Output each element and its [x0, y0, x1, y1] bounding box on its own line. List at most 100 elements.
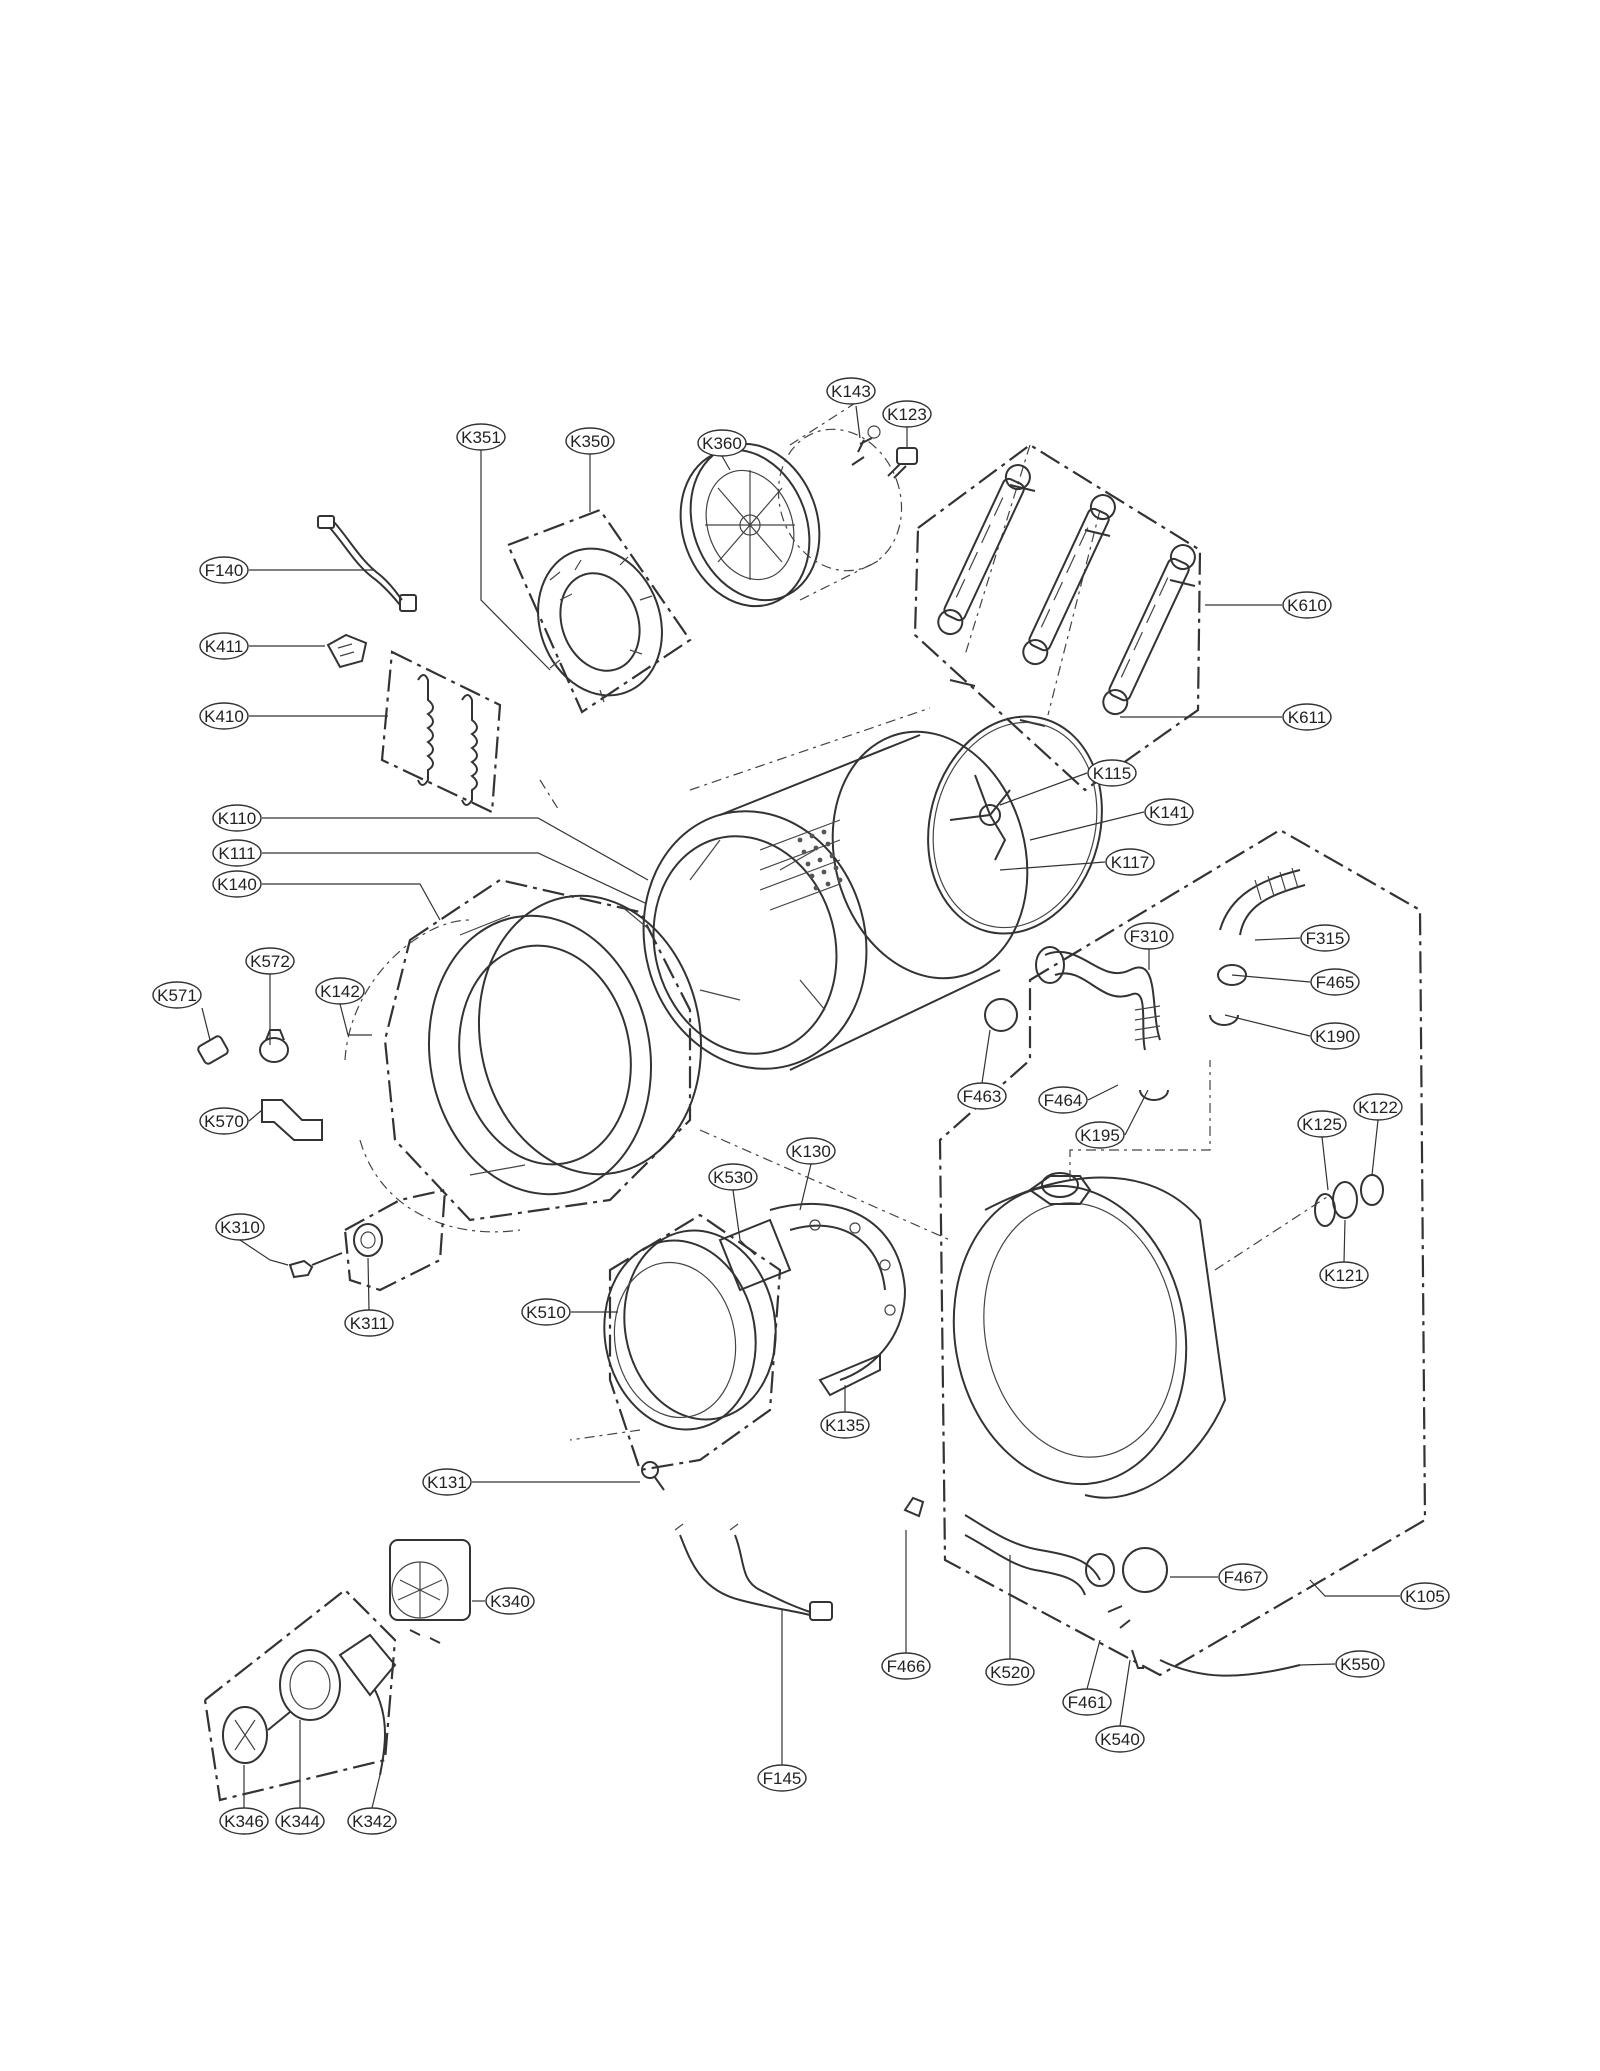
callout-label: F467: [1224, 1568, 1263, 1587]
callout-label: F315: [1306, 929, 1345, 948]
callout-f466[interactable]: F466: [881, 1652, 931, 1680]
callout-f140[interactable]: F140: [199, 556, 249, 584]
callout-label: F140: [205, 561, 244, 580]
callout-k610[interactable]: K610: [1282, 591, 1332, 619]
callout-k540[interactable]: K540: [1095, 1725, 1145, 1753]
callout-k360[interactable]: K360: [697, 429, 747, 457]
wire-harness-f140-drawing: [317, 515, 417, 612]
callout-k570[interactable]: K570: [199, 1107, 249, 1135]
callout-k190[interactable]: K190: [1310, 1022, 1360, 1050]
spider-k115-drawing: [927, 715, 1103, 935]
callout-k530[interactable]: K530: [708, 1163, 758, 1191]
drum-perforations: [797, 829, 843, 891]
fittings-k570-drawing: [197, 1029, 323, 1141]
callout-label: K571: [157, 986, 197, 1005]
callout-k351[interactable]: K351: [456, 423, 506, 451]
callout-label: K530: [713, 1168, 753, 1187]
springs-k410-drawing: [380, 650, 502, 814]
callout-k135[interactable]: K135: [820, 1411, 870, 1439]
callout-f463[interactable]: F463: [957, 1082, 1007, 1110]
callout-label: K340: [490, 1592, 530, 1611]
callout-k143[interactable]: K143: [826, 377, 876, 405]
callout-label: K611: [1288, 708, 1326, 727]
callout-k340[interactable]: K340: [485, 1587, 535, 1615]
callout-k572[interactable]: K572: [245, 947, 295, 975]
callout-k123[interactable]: K123: [882, 400, 932, 428]
callout-f467[interactable]: F467: [1218, 1563, 1268, 1591]
callout-label: K572: [250, 952, 290, 971]
callout-label: K130: [791, 1142, 831, 1161]
callout-label: K117: [1111, 853, 1149, 872]
callout-label: F461: [1068, 1693, 1107, 1712]
callout-k140[interactable]: K140: [212, 870, 262, 898]
bolt-k143-drawing: [851, 425, 881, 466]
callout-k111[interactable]: K111: [212, 839, 262, 867]
callout-k611[interactable]: K611: [1282, 703, 1332, 731]
callout-k142[interactable]: K142: [315, 977, 365, 1005]
callout-label: K540: [1100, 1730, 1140, 1749]
callout-k110[interactable]: K110: [212, 804, 262, 832]
pump-k340-drawing: [203, 1539, 471, 1802]
callout-label: K190: [1315, 1027, 1355, 1046]
callout-label: K105: [1405, 1587, 1445, 1606]
sensor-k310-drawing: [288, 1188, 447, 1292]
callout-k105[interactable]: K105: [1400, 1582, 1450, 1610]
callout-f464[interactable]: F464: [1038, 1086, 1088, 1114]
callout-k350[interactable]: K350: [565, 427, 615, 455]
callout-k410[interactable]: K410: [199, 702, 249, 730]
callout-k310[interactable]: K310: [215, 1213, 265, 1241]
callout-k115[interactable]: K115: [1087, 759, 1137, 787]
callout-k131[interactable]: K131: [422, 1468, 472, 1496]
drum-k110-drawing: [539, 707, 1029, 1071]
callouts: K143 K123 K351 K350 K360 F140 K411 K410 …: [152, 377, 1450, 1835]
callout-k346[interactable]: K346: [219, 1807, 269, 1835]
callout-label: K410: [204, 707, 244, 726]
callout-label: K125: [1302, 1115, 1342, 1134]
rear-tub-k105-drawing: [938, 828, 1427, 1677]
callout-label: K311: [350, 1314, 388, 1333]
callout-k510[interactable]: K510: [521, 1298, 571, 1326]
callout-k550[interactable]: K550: [1335, 1650, 1385, 1678]
callout-f461[interactable]: F461: [1062, 1688, 1112, 1716]
callout-label: K110: [218, 809, 256, 828]
part-drawings: [197, 399, 1427, 1802]
callout-label: K123: [887, 405, 927, 424]
callout-label: K520: [990, 1663, 1030, 1682]
callout-label: K550: [1340, 1655, 1380, 1674]
callout-label: K121: [1324, 1266, 1364, 1285]
callout-k141[interactable]: K141: [1144, 798, 1194, 826]
callout-label: K570: [204, 1112, 244, 1131]
callout-k121[interactable]: K121: [1319, 1261, 1369, 1289]
callout-label: K195: [1080, 1126, 1120, 1145]
callout-k344[interactable]: K344: [275, 1807, 325, 1835]
callout-k411[interactable]: K411: [199, 632, 249, 660]
shock-absorbers-k610-drawing: [913, 443, 1202, 792]
callout-label: K131: [427, 1473, 467, 1492]
callout-k571[interactable]: K571: [152, 981, 202, 1009]
callout-label: K610: [1287, 596, 1327, 615]
callout-label: K141: [1149, 803, 1189, 822]
callout-label: K351: [461, 428, 501, 447]
callout-label: K142: [320, 982, 360, 1001]
hoses-f310-drawing: [984, 867, 1306, 1101]
callout-f310[interactable]: F310: [1124, 922, 1174, 950]
callout-k195[interactable]: K195: [1075, 1121, 1125, 1149]
callout-label: F465: [1316, 973, 1355, 992]
callout-label: K346: [224, 1812, 264, 1831]
callout-label: K310: [220, 1218, 260, 1237]
callout-label: K344: [280, 1812, 320, 1831]
callout-k342[interactable]: K342: [347, 1807, 397, 1835]
callout-k130[interactable]: K130: [786, 1137, 836, 1165]
leader-lines: [201, 405, 1400, 1809]
callout-k520[interactable]: K520: [985, 1658, 1035, 1686]
callout-label: K135: [825, 1416, 865, 1435]
callout-f465[interactable]: F465: [1310, 968, 1360, 996]
callout-k122[interactable]: K122: [1353, 1093, 1403, 1121]
callout-f315[interactable]: F315: [1300, 924, 1350, 952]
rotor-drawing: [679, 399, 903, 608]
callout-f145[interactable]: F145: [757, 1764, 807, 1792]
callout-k311[interactable]: K311: [344, 1309, 394, 1337]
callout-k117[interactable]: K117: [1105, 848, 1155, 876]
callout-k125[interactable]: K125: [1297, 1110, 1347, 1138]
